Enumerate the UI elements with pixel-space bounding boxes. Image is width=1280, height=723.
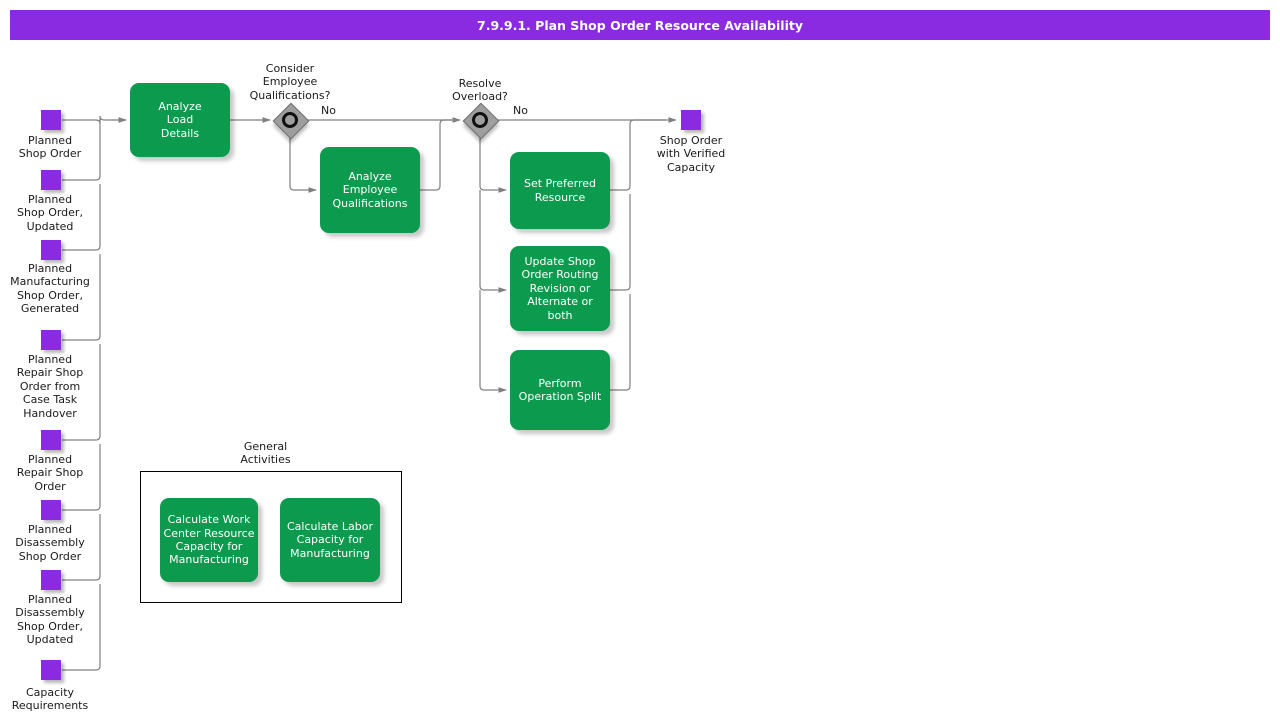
general-activities-group: [140, 471, 402, 603]
activity-perform-operation-split[interactable]: Perform Operation Split: [510, 350, 610, 430]
gateway-circle-icon: [282, 112, 298, 128]
gateway-label-consider-employee-qualifications: Consider Employee Qualifications?: [249, 62, 331, 102]
data-object-label-planned-repair-shop-order: Planned Repair Shop Order: [16, 453, 84, 493]
activity-calculate-labor-capacity-for-manufacturing[interactable]: Calculate Labor Capacity for Manufacturi…: [280, 498, 380, 582]
data-object-planned-repair-shop-order[interactable]: [41, 430, 61, 450]
data-object-label-capacity-requirements: Capacity Requirements: [11, 686, 89, 713]
activity-set-preferred-resource[interactable]: Set Preferred Resource: [510, 152, 610, 229]
gateway-label-resolve-overload: Resolve Overload?: [452, 77, 508, 104]
data-object-label-planned-shop-order: Planned Shop Order: [18, 134, 82, 161]
data-object-planned-shop-order-updated[interactable]: [41, 170, 61, 190]
activity-analyze-employee-qualifications[interactable]: Analyze Employee Qualifications: [320, 147, 420, 233]
data-object-planned-disassembly-shop-order[interactable]: [41, 500, 61, 520]
activity-analyze-load-details[interactable]: Analyze Load Details: [130, 83, 230, 157]
data-object-planned-manufacturing-shop-order-generated[interactable]: [41, 240, 61, 260]
edge-label-resolve-overload-no: No: [513, 104, 528, 117]
data-object-label-planned-manufacturing-shop-order-generated: Planned Manufacturing Shop Order, Genera…: [10, 262, 90, 316]
general-activities-title: General Activities: [240, 440, 291, 467]
data-object-label-planned-repair-shop-order-from-case-task-handover: Planned Repair Shop Order from Case Task…: [16, 353, 84, 420]
data-object-planned-disassembly-shop-order-updated[interactable]: [41, 570, 61, 590]
page-title: 7.9.9.1. Plan Shop Order Resource Availa…: [10, 10, 1270, 40]
activity-calculate-work-center-resource-capacity-for-manufacturing[interactable]: Calculate Work Center Resource Capacity …: [160, 498, 258, 582]
gateway-circle-icon: [472, 112, 488, 128]
data-object-planned-shop-order[interactable]: [41, 110, 61, 130]
data-object-label-planned-shop-order-updated: Planned Shop Order, Updated: [17, 193, 83, 233]
activity-update-shop-order-routing-revision-or-alternate-or-both[interactable]: Update Shop Order Routing Revision or Al…: [510, 246, 610, 331]
data-object-capacity-requirements[interactable]: [41, 660, 61, 680]
edge-label-consider-employee-qualifications-no: No: [321, 104, 336, 117]
data-object-label-planned-disassembly-shop-order: Planned Disassembly Shop Order: [15, 523, 85, 563]
data-object-label-planned-disassembly-shop-order-updated: Planned Disassembly Shop Order, Updated: [15, 593, 85, 647]
data-object-label-shop-order-with-verified-capacity: Shop Order with Verified Capacity: [656, 134, 726, 174]
data-object-planned-repair-shop-order-from-case-task-handover[interactable]: [41, 330, 61, 350]
data-object-shop-order-with-verified-capacity[interactable]: [681, 110, 701, 130]
gateway-consider-employee-qualifications[interactable]: [272, 102, 310, 140]
gateway-resolve-overload[interactable]: [462, 102, 500, 140]
